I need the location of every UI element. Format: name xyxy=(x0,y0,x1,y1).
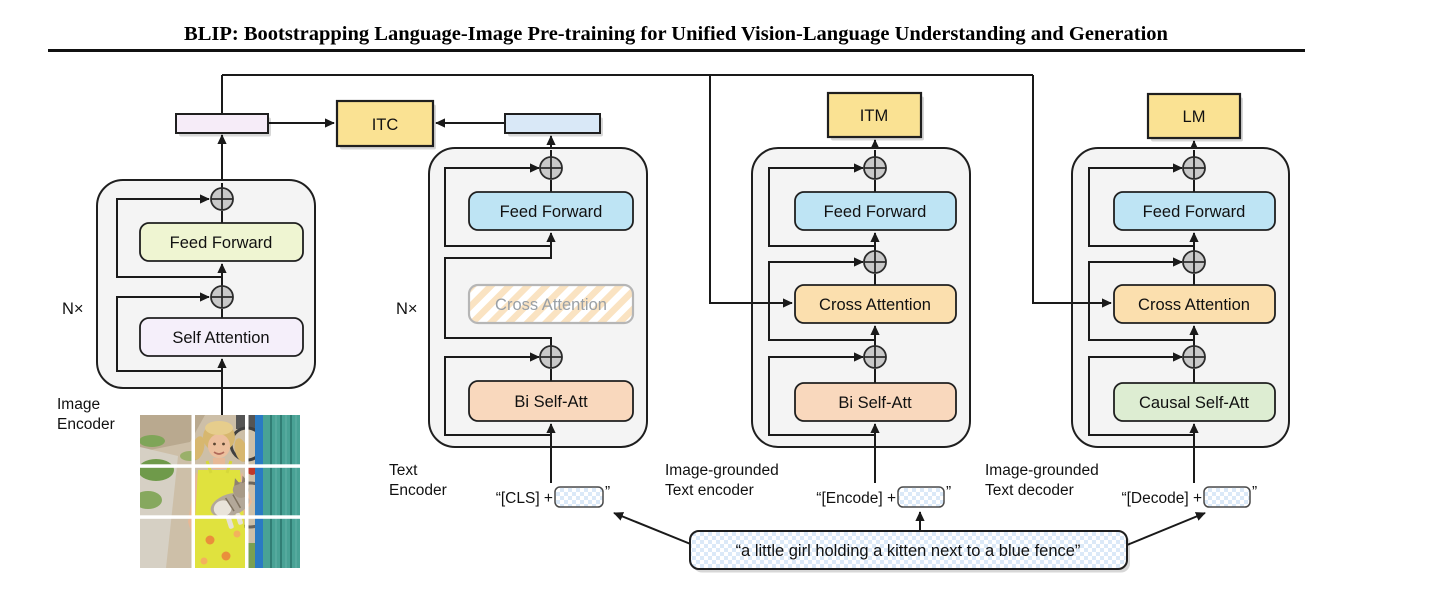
grounded-encoder-inner-wires xyxy=(752,150,880,447)
decode-token-close-quote: ” xyxy=(1252,484,1257,501)
cls-token-close-quote: ” xyxy=(605,484,610,501)
add-node-icon xyxy=(1182,156,1206,180)
itc-loss-label: ITC xyxy=(372,116,399,134)
add-node-icon xyxy=(539,345,563,369)
add-node-icon xyxy=(210,285,234,309)
feed-forward-label: Feed Forward xyxy=(824,203,927,221)
bi-self-att-block xyxy=(468,380,634,422)
cross-attention-disabled-label: Cross Attention xyxy=(495,296,607,314)
cross-attention-label: Cross Attention xyxy=(819,296,931,314)
add-node-icon xyxy=(863,156,887,180)
caption-text: “a little girl holding a kitten next to … xyxy=(736,542,1081,560)
itm-loss: ITM xyxy=(826,91,924,141)
bi-self-att-block xyxy=(794,382,957,422)
cross-attention-disabled-block xyxy=(467,283,635,325)
grounded-text-decoder-column: Causal Self-Att Cross Attention Feed For… xyxy=(985,140,1290,508)
image-encoder-name-line2: Encoder xyxy=(57,416,115,433)
add-node-icon xyxy=(210,187,234,211)
text-encoder-name-line1: Text xyxy=(389,462,418,479)
bi-self-att-label: Bi Self-Att xyxy=(838,394,912,412)
self-attention-label: Self Attention xyxy=(172,329,269,347)
repeat-count-label: N× xyxy=(62,300,84,318)
input-image-photo xyxy=(140,415,300,568)
grounded-decoder-inner-wires xyxy=(1072,150,1199,447)
feed-forward-block xyxy=(468,191,634,231)
text-encoder-inner-wires xyxy=(444,150,556,447)
itc-loss-box xyxy=(335,99,435,148)
caption-arrows xyxy=(613,511,1206,546)
image-encoder-name-line1: Image xyxy=(57,396,100,413)
itm-loss-label: ITM xyxy=(860,107,888,125)
lm-loss-box xyxy=(1146,92,1242,140)
cross-attention-block xyxy=(794,284,957,324)
itc-loss: ITC xyxy=(335,99,436,150)
add-node-icon xyxy=(863,250,887,274)
caption-box xyxy=(689,530,1128,570)
cls-token: “[CLS] + ” xyxy=(496,484,610,508)
grounded-text-encoder-column: Bi Self-Att Cross Attention Feed Forward… xyxy=(665,139,971,508)
itm-loss-box xyxy=(826,91,923,139)
text-encoder-name-line2: Encoder xyxy=(389,482,447,499)
title-rule xyxy=(48,49,1305,52)
grounded-decoder-name-line1: Image-grounded xyxy=(985,462,1099,479)
image-encoder-inner-wires xyxy=(116,183,227,415)
add-node-icon xyxy=(863,345,887,369)
feed-forward-label: Feed Forward xyxy=(500,203,603,221)
cross-attention-block xyxy=(1113,284,1276,324)
add-node-icon xyxy=(539,156,563,180)
caption: “a little girl holding a kitten next to … xyxy=(613,511,1206,573)
paper-title: BLIP: Bootstrapping Language-Image Pre-t… xyxy=(184,23,1168,45)
decode-token-prefix: “[Decode] + xyxy=(1121,490,1202,507)
token-embedding-box xyxy=(1203,486,1251,508)
causal-self-att-label: Causal Self-Att xyxy=(1139,394,1249,412)
cross-attention-label: Cross Attention xyxy=(1138,296,1250,314)
feed-forward-label: Feed Forward xyxy=(170,234,273,252)
decode-token: “[Decode] + ” xyxy=(1121,484,1257,508)
repeat-count-label: N× xyxy=(396,300,418,318)
feed-forward-block xyxy=(139,222,304,262)
text-encoder-column: Bi Self-Att Cross Attention Feed Forward… xyxy=(389,113,648,508)
text-features-pill xyxy=(504,113,601,134)
image-encoder-column: Self Attention Feed Forward N× Image Enc… xyxy=(57,113,316,433)
feed-forward-block xyxy=(1113,191,1276,231)
self-attention-block xyxy=(139,317,304,357)
feed-forward-label: Feed Forward xyxy=(1143,203,1246,221)
image-features-pill xyxy=(175,113,269,134)
encode-token-prefix: “[Encode] + xyxy=(816,490,896,507)
cls-token-prefix: “[CLS] + xyxy=(496,490,553,507)
bi-self-att-label: Bi Self-Att xyxy=(514,393,588,411)
token-embedding-box xyxy=(897,486,945,508)
lm-loss-label: LM xyxy=(1183,108,1206,126)
grounded-encoder-name-line2: Text encoder xyxy=(665,482,754,499)
add-node-icon xyxy=(1182,250,1206,274)
encode-token: “[Encode] + ” xyxy=(816,484,951,508)
grounded-encoder-name-line1: Image-grounded xyxy=(665,462,779,479)
token-embedding-box xyxy=(554,486,604,508)
add-node-icon xyxy=(1182,345,1206,369)
lm-loss: LM xyxy=(1146,92,1243,142)
feed-forward-block xyxy=(794,191,957,231)
causal-self-att-block xyxy=(1113,382,1276,422)
grounded-decoder-name-line2: Text decoder xyxy=(985,482,1074,499)
encode-token-close-quote: ” xyxy=(946,484,951,501)
